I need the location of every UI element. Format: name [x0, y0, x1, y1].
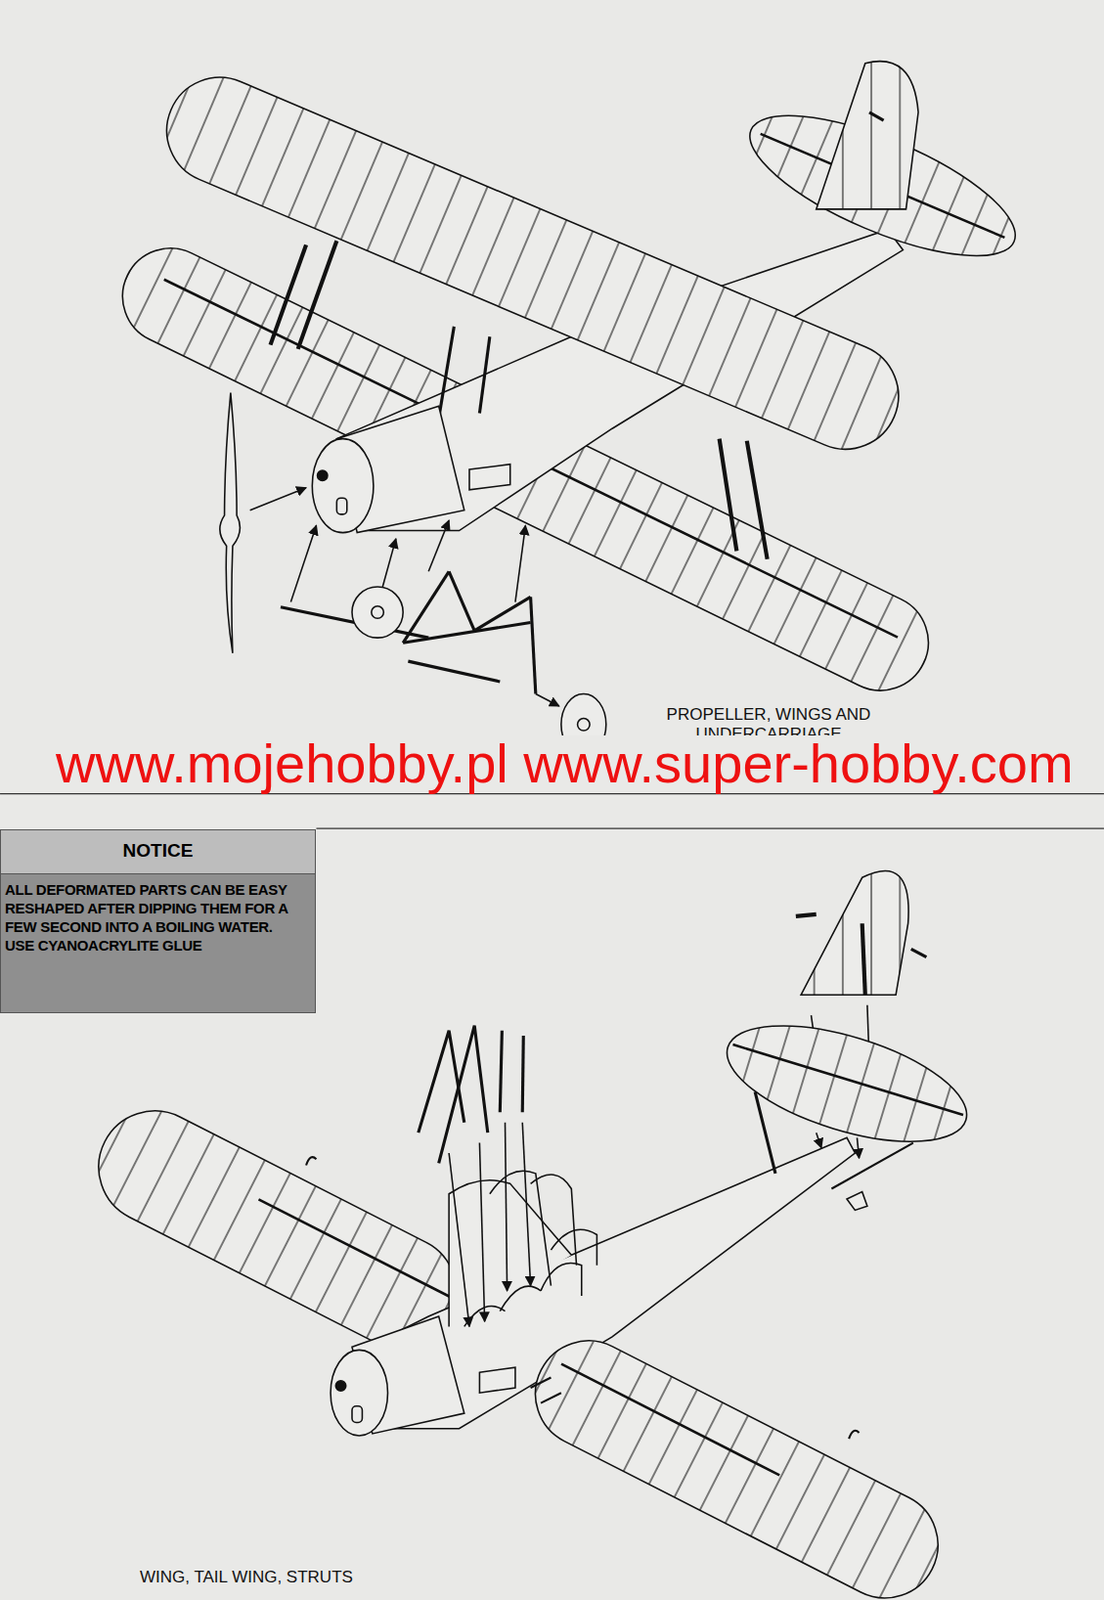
section-caption: WING, TAIL WING, STRUTS	[139, 1567, 354, 1588]
notice-text: USE CYANOACRYLITE GLUE	[0, 935, 315, 965]
notice-text: ALL DEFORMATED PARTS CAN BE EASY RESHAPE…	[0, 874, 315, 936]
watermark: www.mojehobby.pl www.super-hobby.com	[55, 735, 1074, 794]
notice-box: NOTICEALL DEFORMATED PARTS CAN BE EASY R…	[0, 829, 316, 1014]
notice-heading: NOTICE	[0, 830, 315, 875]
